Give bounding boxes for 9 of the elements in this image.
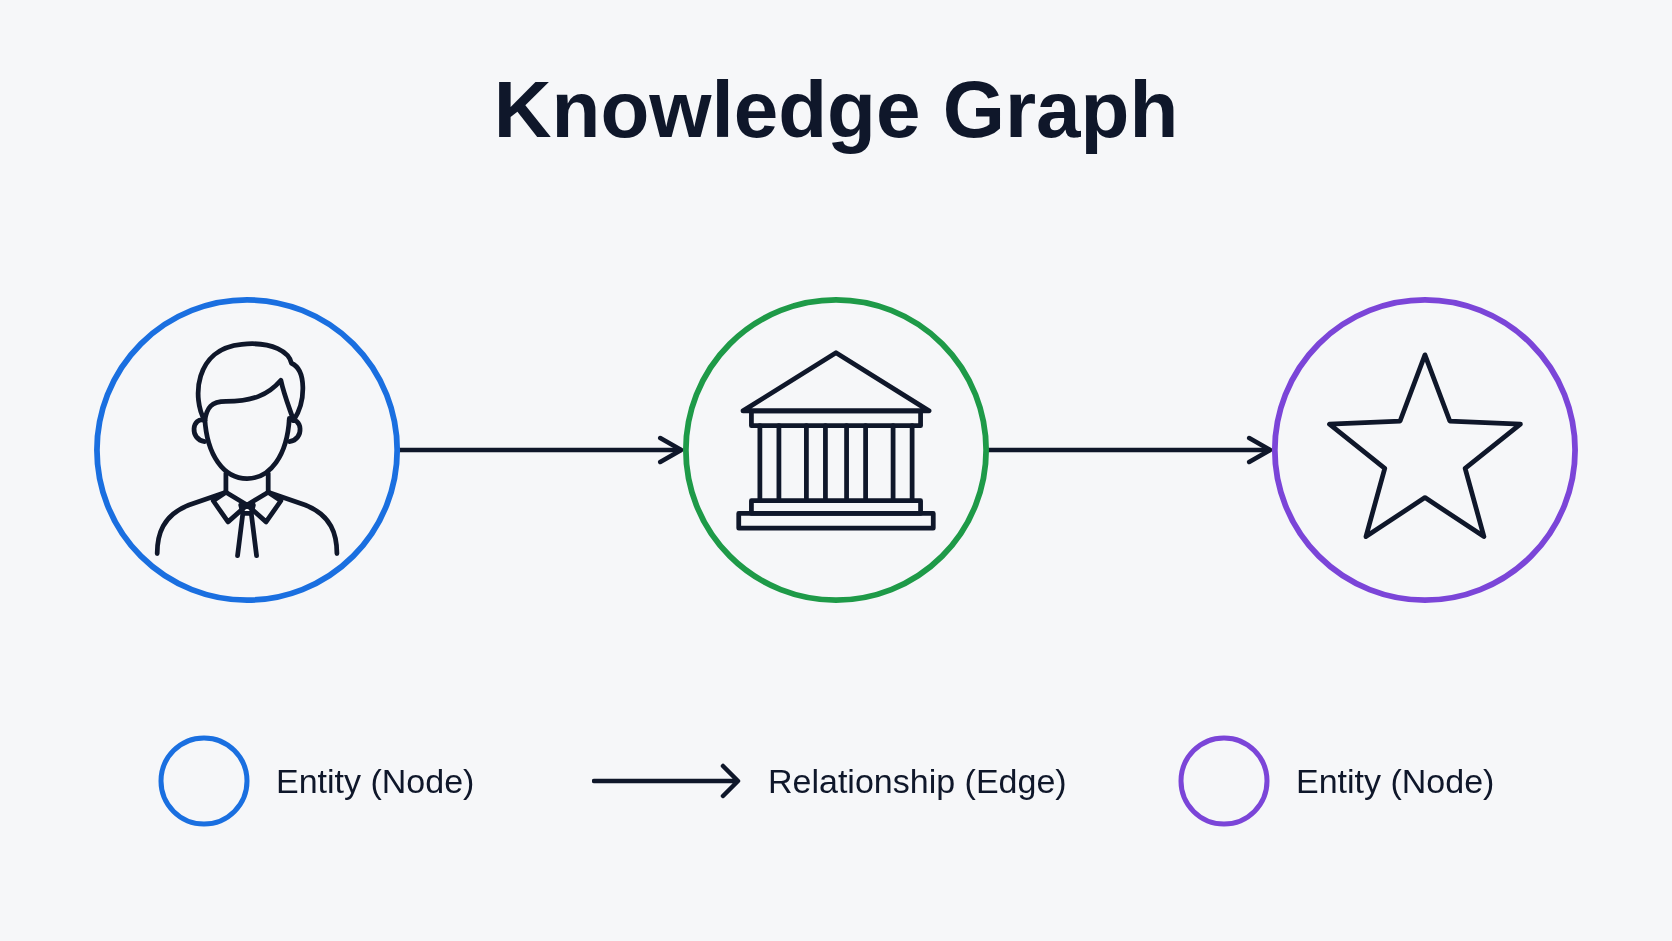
legend-label: Entity (Node)	[1296, 761, 1495, 801]
diagram-title: Knowledge Graph	[493, 64, 1179, 156]
legend-label: Entity (Node)	[276, 761, 475, 801]
circle-node	[1271, 297, 1578, 603]
legend-label: Relationship (Edge)	[768, 761, 1067, 801]
arrow	[986, 435, 1273, 465]
circle-node	[94, 297, 401, 603]
circle-node	[683, 297, 989, 603]
arrow	[397, 435, 684, 465]
